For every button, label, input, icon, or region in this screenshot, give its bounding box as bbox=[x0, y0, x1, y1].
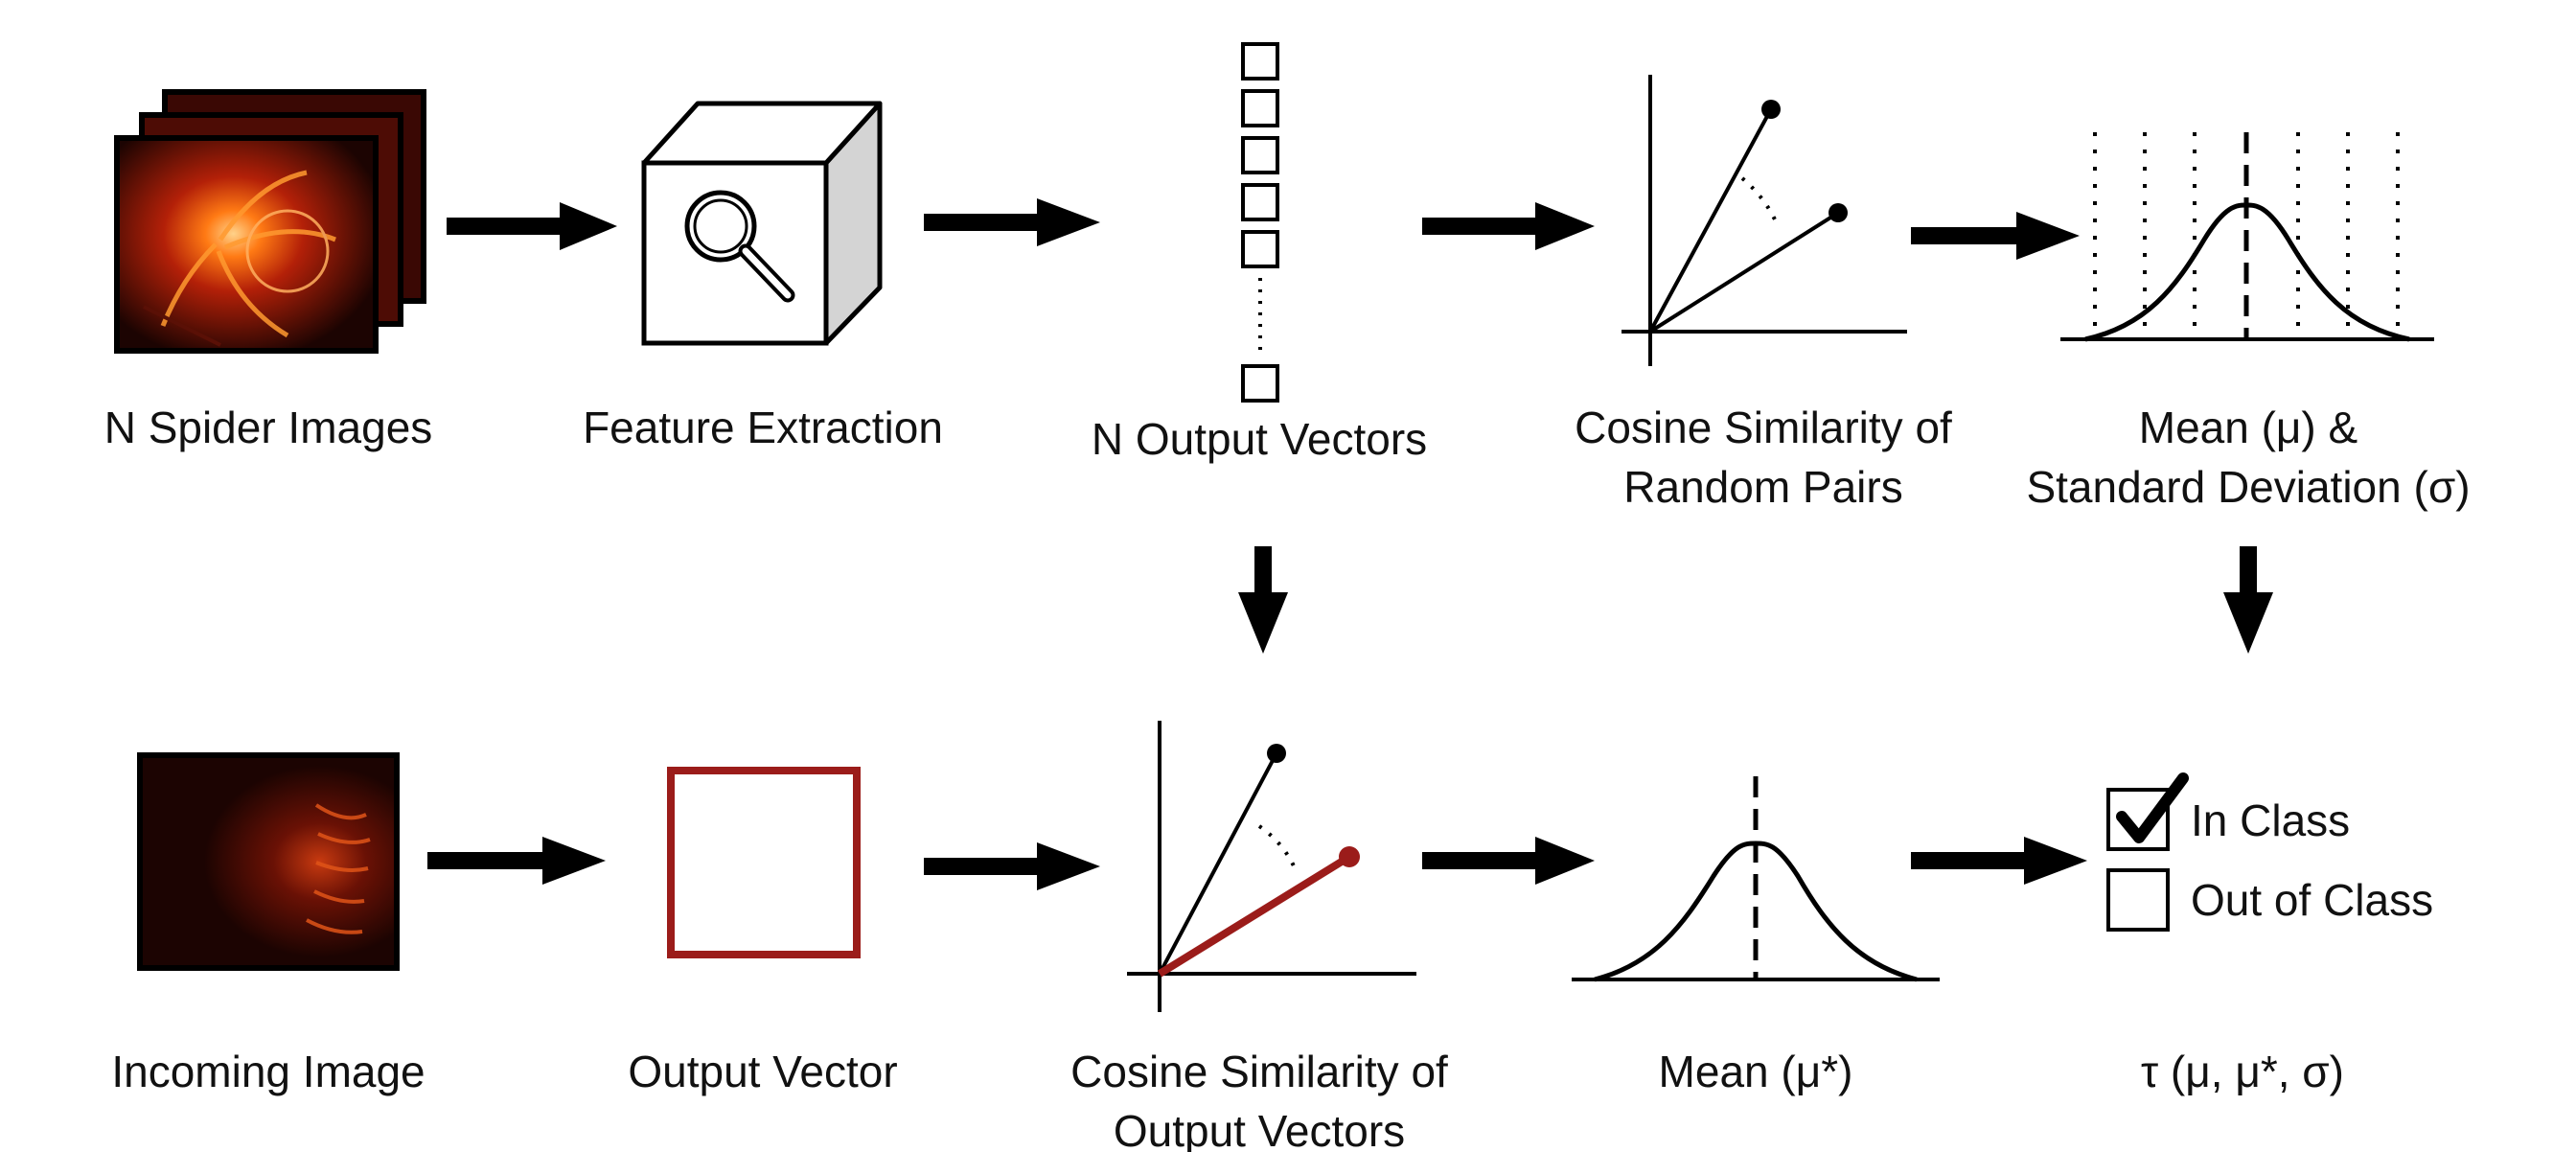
label-out-of-class: Out of Class bbox=[2191, 875, 2433, 925]
output-vector-box bbox=[667, 767, 861, 958]
label-mean-std-line-1: Mean (μ) & bbox=[2139, 403, 2358, 452]
vector-line bbox=[1648, 108, 1773, 333]
vector-endpoint bbox=[1267, 744, 1286, 763]
cosine-random-pairs-plot bbox=[1622, 75, 1907, 366]
bell-curve bbox=[2084, 202, 2410, 342]
query-vector-endpoint bbox=[1339, 846, 1360, 867]
magnifier-icon bbox=[684, 190, 795, 303]
label-spider-images: N Spider Images bbox=[104, 403, 433, 452]
arrow-images-to-extraction bbox=[447, 202, 617, 250]
checkmark-icon bbox=[2116, 772, 2189, 843]
incoming-glow-streaks bbox=[306, 803, 371, 934]
label-output-vectors: N Output Vectors bbox=[1092, 414, 1427, 464]
vector-cell bbox=[1241, 42, 1279, 81]
spider-shadow-line bbox=[143, 305, 221, 347]
label-mean-std-line-2: Standard Deviation (σ) bbox=[2026, 462, 2470, 512]
arrow-vector-to-cosine bbox=[924, 842, 1100, 890]
arrow-cosine-to-mean bbox=[1422, 837, 1595, 885]
label-cosine-output-vectors-line-1: Cosine Similarity of bbox=[1070, 1047, 1448, 1096]
query-vector-line bbox=[1157, 853, 1352, 978]
feature-extraction-cube bbox=[641, 101, 883, 346]
mean-distribution-plot bbox=[1572, 776, 1940, 982]
vector-endpoint bbox=[1828, 203, 1848, 222]
label-output-vector: Output Vector bbox=[628, 1047, 897, 1096]
vector-cell bbox=[1241, 136, 1279, 174]
arrow-incoming-to-vector bbox=[427, 837, 606, 885]
vector-cell bbox=[1241, 89, 1279, 127]
arrow-extraction-to-vectors bbox=[924, 198, 1100, 246]
label-cosine-random-pairs-line-1: Cosine Similarity of bbox=[1575, 403, 1952, 452]
vector-line bbox=[1648, 211, 1840, 334]
label-incoming-image: Incoming Image bbox=[111, 1047, 425, 1096]
vector-cell bbox=[1241, 230, 1279, 268]
angle-arc bbox=[1740, 176, 1781, 229]
angle-arc bbox=[1257, 824, 1298, 871]
arrow-vectors-down bbox=[1238, 546, 1288, 654]
output-vectors-column bbox=[1241, 42, 1279, 403]
spider-image-front bbox=[114, 135, 379, 354]
label-mean-star: Mean (μ*) bbox=[1659, 1047, 1853, 1096]
vector-cell bbox=[1241, 364, 1279, 403]
label-tau: τ (μ, μ*, σ) bbox=[2141, 1047, 2344, 1096]
arrow-cosine-to-distribution bbox=[1911, 212, 2080, 260]
bell-curve bbox=[1594, 841, 1918, 982]
spider-glow-streaks bbox=[160, 170, 336, 338]
decision-options: In Class Out of Class bbox=[2106, 772, 2433, 932]
spider-image-stack bbox=[114, 89, 426, 354]
vector-endpoint bbox=[1761, 100, 1781, 119]
vector-cell bbox=[1241, 183, 1279, 221]
checkbox-empty-icon bbox=[2106, 868, 2170, 932]
arrow-vectors-to-cosine bbox=[1422, 202, 1595, 250]
arrow-mean-to-decision bbox=[1911, 837, 2087, 885]
vector-line bbox=[1158, 752, 1278, 975]
distribution-std-plot bbox=[2060, 132, 2434, 342]
arrow-distribution-down bbox=[2223, 546, 2273, 654]
cube-front-face bbox=[641, 160, 829, 346]
label-in-class: In Class bbox=[2191, 795, 2350, 845]
label-feature-extraction: Feature Extraction bbox=[583, 403, 943, 452]
label-cosine-random-pairs-line-2: Random Pairs bbox=[1623, 462, 1902, 512]
incoming-image bbox=[137, 752, 400, 971]
cosine-output-vectors-plot bbox=[1127, 721, 1416, 1012]
label-cosine-output-vectors-line-2: Output Vectors bbox=[1114, 1106, 1405, 1152]
